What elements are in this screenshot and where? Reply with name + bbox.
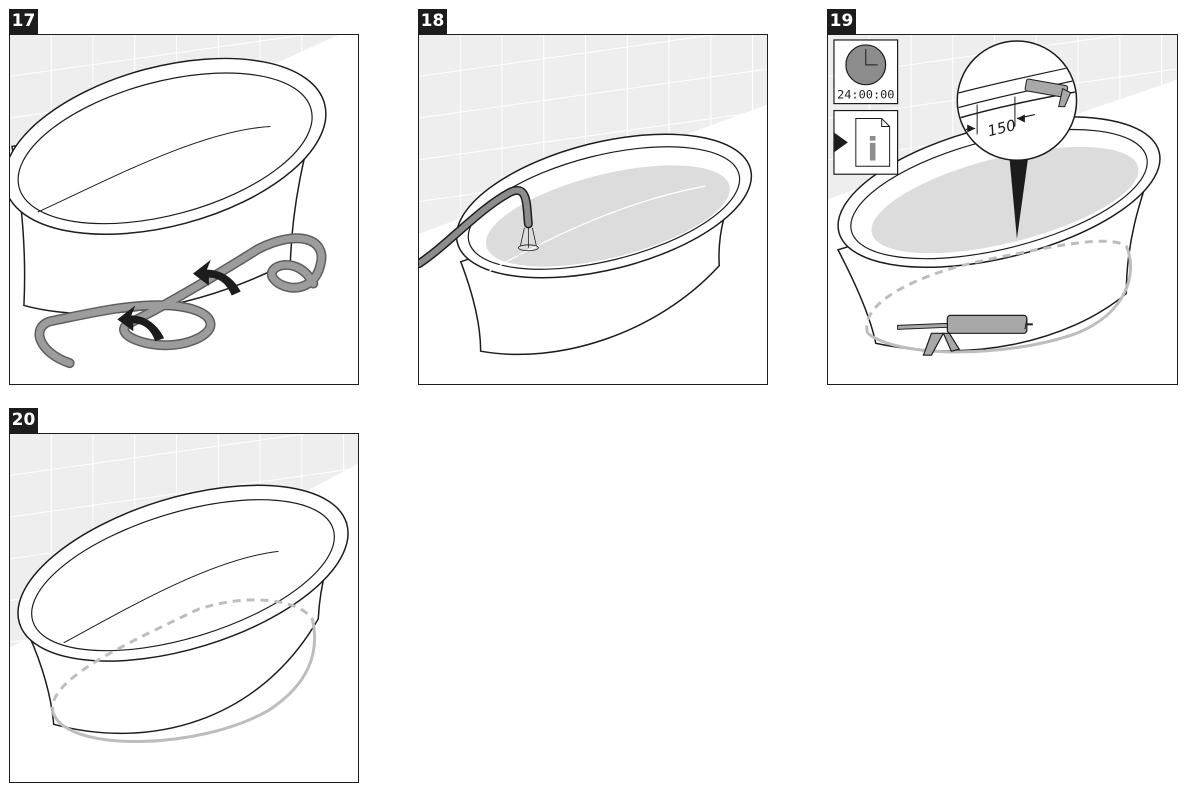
step-18-panel xyxy=(418,34,768,385)
step-17-illustration xyxy=(10,35,339,369)
bathtub xyxy=(455,133,753,356)
step-number-18: 18 xyxy=(418,9,447,34)
info-document-icon: i xyxy=(833,109,899,175)
step-18-illustration xyxy=(419,35,767,356)
step-20-panel xyxy=(9,433,359,783)
pointer-wedge xyxy=(1008,152,1029,239)
bathtub xyxy=(17,484,349,735)
step-19-panel: 150 24:00:00 i xyxy=(827,34,1178,385)
step-20-illustration xyxy=(10,434,358,743)
water-surface xyxy=(871,146,1139,254)
sealant-bead xyxy=(51,598,317,743)
bathtub xyxy=(10,57,327,315)
step-17-panel xyxy=(9,34,359,385)
info-glyph: i xyxy=(867,130,878,168)
clock-icon: 24:00:00 xyxy=(833,39,899,105)
wall-tiles xyxy=(10,35,339,185)
caulking-gun-icon xyxy=(897,314,1033,356)
bathtub xyxy=(836,116,1161,352)
sealant-bead xyxy=(865,239,1133,354)
water-hose-icon xyxy=(419,186,539,269)
lift-arrow-icon xyxy=(117,259,241,342)
step-number-17: 17 xyxy=(9,9,38,34)
step-number-20: 20 xyxy=(9,408,38,433)
step-number-19: 19 xyxy=(827,9,856,34)
detail-magnifier: 150 xyxy=(956,40,1078,162)
step-19-illustration: 150 24:00:00 i xyxy=(828,35,1177,356)
timer-label: 24:00:00 xyxy=(837,88,894,102)
